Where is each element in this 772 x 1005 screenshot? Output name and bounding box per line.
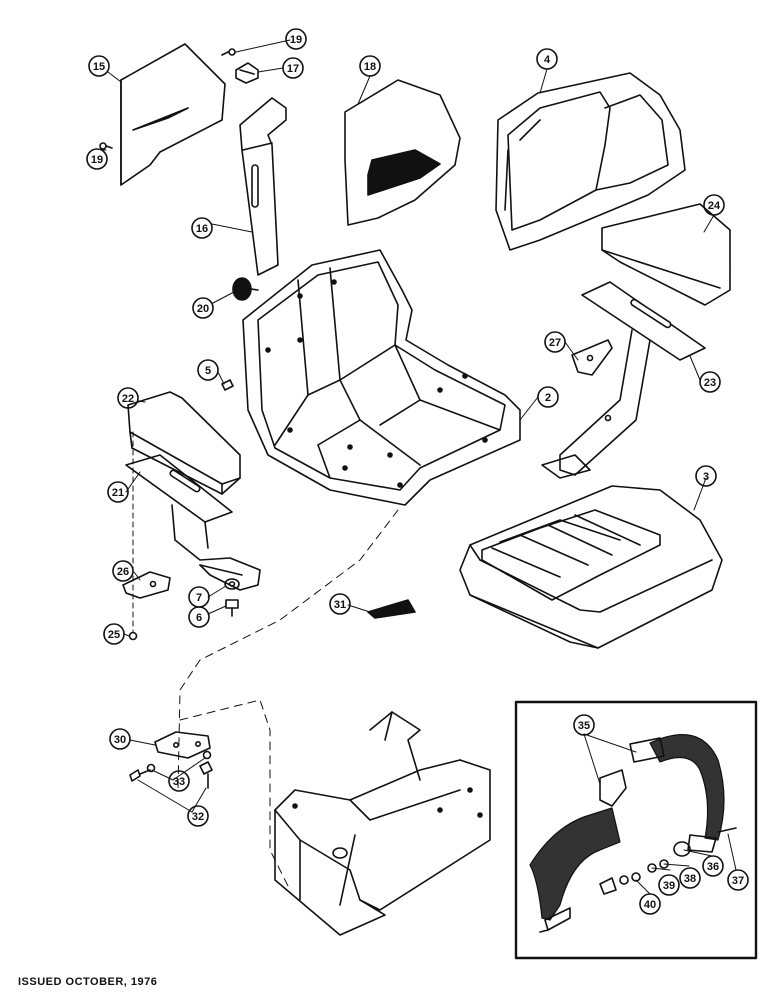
svg-text:6: 6: [196, 612, 202, 624]
svg-text:17: 17: [287, 63, 299, 75]
part-3-seat-cushion: [459, 485, 723, 649]
callout-4: 4: [536, 48, 558, 70]
part-19-screw-top: [221, 48, 236, 56]
part-33-nuts: [146, 750, 212, 773]
svg-text:39: 39: [663, 880, 675, 892]
callout-38: 38: [679, 867, 701, 889]
part-5-screw: [221, 379, 234, 391]
callout-37: 37: [727, 869, 749, 891]
callout-21: 21: [107, 481, 129, 503]
svg-text:24: 24: [708, 200, 721, 212]
svg-text:5: 5: [205, 365, 211, 377]
svg-text:32: 32: [192, 811, 204, 823]
callout-17: 17: [282, 57, 304, 79]
callout-2: 2: [537, 386, 559, 408]
svg-text:26: 26: [117, 566, 129, 578]
svg-text:2: 2: [545, 392, 551, 404]
svg-text:21: 21: [112, 487, 124, 499]
callout-6: 6: [188, 606, 210, 628]
leader-lines: [102, 39, 737, 895]
svg-text:33: 33: [173, 776, 185, 788]
svg-text:30: 30: [114, 734, 126, 746]
svg-text:36: 36: [707, 861, 719, 873]
issued-date-footer: ISSUED OCTOBER, 1976: [18, 976, 158, 988]
part-22-armrest-pad: [127, 391, 241, 495]
callout-15: 15: [88, 55, 110, 77]
svg-text:31: 31: [334, 599, 346, 611]
part-26-bracket: [122, 571, 171, 599]
callout-22: 22: [117, 387, 139, 409]
svg-text:15: 15: [93, 61, 105, 73]
inset-seat-belt: [514, 700, 758, 960]
part-2-seat-pan: [242, 249, 521, 506]
callout-25: 25: [103, 623, 125, 645]
part-19-screw-bottom: [99, 142, 113, 150]
callout-26: 26: [112, 560, 134, 582]
svg-text:4: 4: [544, 54, 551, 66]
svg-text:19: 19: [290, 34, 302, 46]
part-21-armrest-bracket: [125, 454, 261, 591]
callout-24: 24: [703, 194, 725, 216]
callout-33: 33: [168, 770, 190, 792]
callout-32: 32: [187, 805, 209, 827]
svg-text:19: 19: [91, 154, 103, 166]
callout-20: 20: [192, 297, 214, 319]
part-23-armrest-bracket: [541, 281, 706, 479]
svg-text:7: 7: [196, 592, 202, 604]
callout-3: 3: [695, 465, 717, 487]
part-17-clip: [235, 62, 259, 84]
alignment-dashed-lines: [177, 509, 399, 891]
part-18-side-shield: [344, 79, 461, 226]
callout-36: 36: [702, 855, 724, 877]
part-20-bumper: [232, 277, 259, 301]
svg-text:23: 23: [704, 377, 716, 389]
svg-text:25: 25: [108, 629, 120, 641]
svg-text:3: 3: [703, 471, 709, 483]
callout-16: 16: [191, 217, 213, 239]
callouts: 15 19 17 18 4 19 16 24 20 27 5 23 22 2 2…: [86, 28, 749, 915]
part-15-side-shield: [120, 43, 226, 186]
callout-39: 39: [658, 874, 680, 896]
svg-text:16: 16: [196, 223, 208, 235]
svg-text:35: 35: [578, 720, 590, 732]
callout-30: 30: [109, 728, 131, 750]
callout-19-top: 19: [285, 28, 307, 50]
callout-19-bottom: 19: [86, 148, 108, 170]
part-25-nut: [128, 631, 138, 641]
callout-7: 7: [188, 586, 210, 608]
callout-27: 27: [544, 331, 566, 353]
callout-40: 40: [639, 893, 661, 915]
callout-31: 31: [329, 593, 351, 615]
svg-text:22: 22: [122, 393, 134, 405]
svg-text:18: 18: [364, 61, 376, 73]
part-31-clip: [367, 599, 416, 619]
callout-18: 18: [359, 55, 381, 77]
callout-35: 35: [573, 714, 595, 736]
part-7-washer: [224, 578, 240, 590]
part-4-backrest-cushion: [495, 72, 686, 251]
svg-text:40: 40: [644, 899, 656, 911]
callout-5: 5: [197, 359, 219, 381]
part-6-bolt: [225, 599, 239, 617]
svg-text:37: 37: [732, 875, 744, 887]
callout-23: 23: [699, 371, 721, 393]
part-27-small-bracket: [571, 339, 613, 376]
svg-text:20: 20: [197, 303, 209, 315]
svg-text:38: 38: [684, 873, 696, 885]
part-16-bracket: [239, 97, 287, 276]
seat-base-box: [274, 711, 491, 936]
part-30-mount-bracket: [154, 731, 211, 759]
svg-text:27: 27: [549, 337, 561, 349]
